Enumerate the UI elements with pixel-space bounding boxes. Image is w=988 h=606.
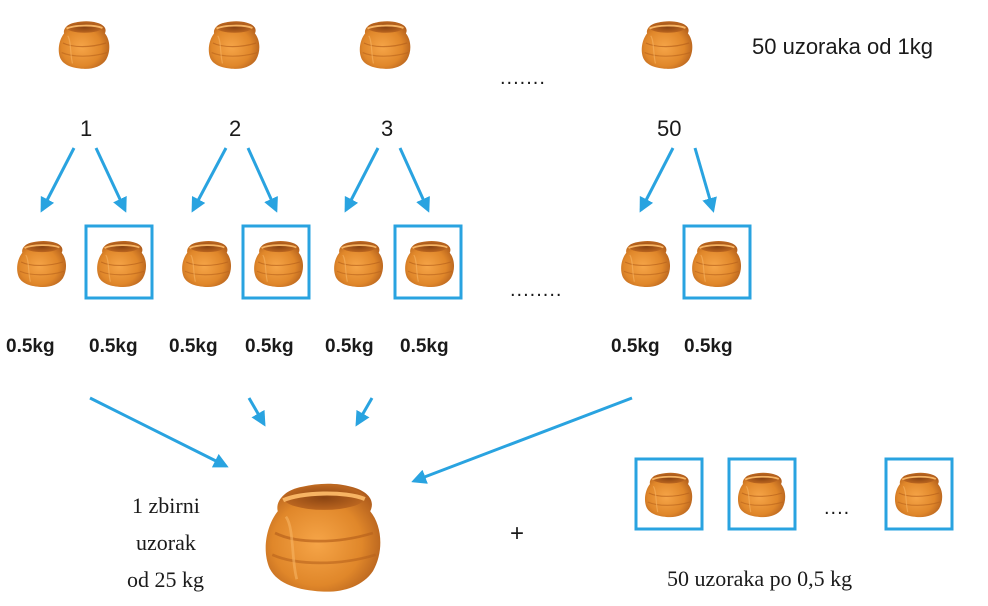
sack-icon xyxy=(894,471,944,519)
bottom-ellipsis: .... xyxy=(824,497,851,519)
sample-frame xyxy=(727,457,797,531)
bottom-samples-caption: 50 uzoraka po 0,5 kg xyxy=(667,566,853,591)
split-arrows xyxy=(40,147,717,213)
merge-arrows xyxy=(89,396,633,484)
sack-icon xyxy=(691,240,742,288)
arrow-icon xyxy=(398,147,430,213)
sample-frame xyxy=(393,224,463,300)
arrow-icon xyxy=(40,147,76,213)
arrow-icon xyxy=(344,147,380,213)
weight-label: 0.5kg xyxy=(245,336,294,357)
middle-ellipsis: ........ xyxy=(510,279,563,301)
sack-icon xyxy=(96,240,147,288)
plus-sign: + xyxy=(510,520,525,547)
arrow-icon xyxy=(89,396,229,468)
top-ellipsis: ....... xyxy=(500,67,546,89)
sack-icon xyxy=(640,20,694,71)
sack-icon xyxy=(620,240,671,288)
composite-caption-line-2: uzorak xyxy=(136,530,196,555)
weight-label: 0.5kg xyxy=(400,336,449,357)
sample-frame xyxy=(84,224,154,300)
arrow-icon xyxy=(355,397,374,427)
sack-icon xyxy=(16,240,67,288)
sack-icon xyxy=(737,471,787,519)
composite-sack-icon xyxy=(266,484,381,592)
sack-icon xyxy=(404,240,455,288)
arrow-icon xyxy=(246,147,278,213)
weight-label: 0.5kg xyxy=(684,336,733,357)
composite-caption-line-3: od 25 kg xyxy=(127,567,204,592)
top-sacks xyxy=(57,20,694,71)
weight-label: 0.5kg xyxy=(89,336,138,357)
sample-number-3: 3 xyxy=(381,116,394,141)
sack-icon xyxy=(57,20,111,71)
arrow-icon xyxy=(411,396,633,484)
sack-icon xyxy=(358,20,412,71)
arrow-icon xyxy=(191,147,228,213)
arrow-icon xyxy=(94,147,127,213)
weight-label: 0.5kg xyxy=(169,336,218,357)
composite-caption-line-1: 1 zbirni xyxy=(132,493,200,518)
sample-frame xyxy=(884,457,954,531)
arrow-icon xyxy=(693,147,717,213)
sample-number-2: 2 xyxy=(229,116,242,141)
sack-icon xyxy=(181,240,232,288)
sample-number-50: 50 xyxy=(657,116,682,141)
sample-frame xyxy=(241,224,311,300)
selected-sample-frames xyxy=(84,224,752,300)
sample-frame xyxy=(634,457,704,531)
weight-label: 0.5kg xyxy=(611,336,660,357)
arrow-icon xyxy=(639,147,675,213)
bottom-sample-frames xyxy=(634,457,954,531)
middle-sacks xyxy=(16,240,742,288)
sample-frame xyxy=(682,224,752,300)
sack-icon xyxy=(333,240,384,288)
arrow-icon xyxy=(247,397,266,427)
top-caption: 50 uzoraka od 1kg xyxy=(752,34,934,59)
sample-number-1: 1 xyxy=(80,116,93,141)
weight-label: 0.5kg xyxy=(325,336,374,357)
sack-icon xyxy=(207,20,261,71)
weight-label: 0.5kg xyxy=(6,336,55,357)
sack-icon xyxy=(644,471,694,519)
sack-icon xyxy=(253,240,304,288)
